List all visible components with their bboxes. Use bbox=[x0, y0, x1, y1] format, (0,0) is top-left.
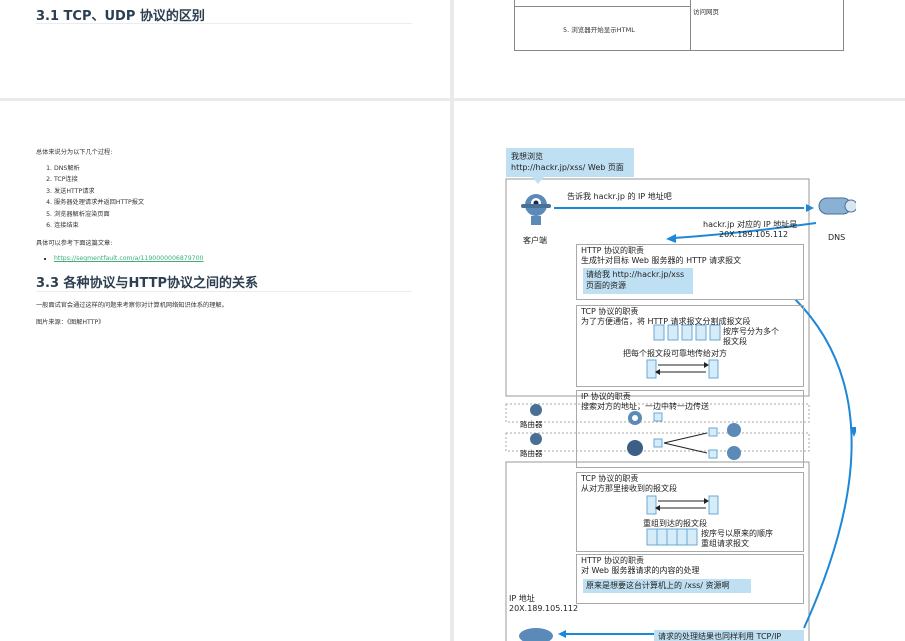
page-3: 总体来说分为以下几个过程: DNS解析 TCP连接 发送HTTP请求 服务器处理… bbox=[0, 101, 450, 641]
bottom-note-bubble: 请求的处理结果也同样利用 TCP/IP bbox=[654, 630, 804, 641]
tcp-role-desc: 为了方便通信，将 HTTP 请求报文分割成报文段 bbox=[581, 317, 751, 326]
server-http-bubble-text: 原来是想要这台计算机上的 /xss/ 资源啊 bbox=[586, 581, 730, 590]
list-item: DNS解析 bbox=[54, 163, 144, 174]
tcp-role-box: TCP 协议的职责 为了方便通信，将 HTTP 请求报文分割成报文段 按序号分为… bbox=[576, 305, 804, 387]
list-item: 服务器处理请求并返回HTTP报文 bbox=[54, 197, 144, 208]
server-tcp-desc: 从对方那里接收到的报文段 bbox=[581, 484, 677, 493]
tcp-role-title: TCP 协议的职责 bbox=[581, 307, 639, 316]
bottom-note-text: 请求的处理结果也同样利用 TCP/IP bbox=[658, 632, 782, 641]
reference-link[interactable]: https://segmentfault.com/a/1190000006879… bbox=[54, 255, 204, 262]
http-req-line-1: 请给我 http://hackr.jp/xss bbox=[586, 270, 685, 279]
server-tcp-reassemble: 重组到达的报文段 bbox=[643, 519, 707, 528]
request-bubble: 我想浏览 http://hackr.jp/xss/ Web 页面 bbox=[506, 148, 634, 177]
server-http-title: HTTP 协议的职责 bbox=[581, 556, 645, 565]
http-role-box: HTTP 协议的职责 生成针对目标 Web 服务器的 HTTP 请求报文 请给我… bbox=[576, 244, 804, 300]
http-protocol-figure: 我想浏览 http://hackr.jp/xss/ Web 页面 告诉我 hac… bbox=[504, 148, 856, 641]
reference-text: 具体可以参考下面这篇文章: bbox=[36, 240, 113, 247]
ip-role-desc: 搜索对方的地址，一边中转一边传送 bbox=[581, 402, 709, 411]
reference-list: https://segmentfault.com/a/1190000006879… bbox=[36, 253, 204, 264]
http-request-bubble: 请给我 http://hackr.jp/xss 页面的资源 bbox=[583, 268, 693, 294]
http-req-line-2: 页面的资源 bbox=[586, 281, 626, 290]
bubble-line-1: 我想浏览 bbox=[511, 152, 543, 161]
list-item: https://segmentfault.com/a/1190000006879… bbox=[54, 253, 204, 264]
ip-role-title: IP 协议的职责 bbox=[581, 392, 631, 401]
image-source-text: 图片来源：《图解HTTP》 bbox=[36, 319, 105, 326]
list-item: TCP连接 bbox=[54, 174, 144, 185]
figure-graphics bbox=[505, 177, 856, 641]
table-cell-top-right: 访问网页 bbox=[693, 8, 719, 16]
ip-role-box: IP 协议的职责 搜索对方的地址，一边中转一边传送 bbox=[576, 390, 804, 468]
section-heading-protocols: 3.3 各种协议与HTTP协议之间的关系 bbox=[36, 276, 258, 291]
steps-table: 访问网页 5. 浏览器开始显示HTML bbox=[514, 0, 844, 51]
server-http-bubble: 原来是想要这台计算机上的 /xss/ 资源啊 bbox=[583, 579, 751, 593]
list-item: 发送HTTP请求 bbox=[54, 186, 144, 197]
bubble-line-2: http://hackr.jp/xss/ Web 页面 bbox=[511, 163, 624, 172]
router-label-2: 路由器 bbox=[520, 449, 543, 458]
tcp-seg-line-1: 按序号分为多个 bbox=[723, 327, 779, 336]
router-label-1: 路由器 bbox=[520, 420, 543, 429]
page-2: 访问网页 5. 浏览器开始显示HTML bbox=[454, 0, 905, 98]
server-http-desc: 对 Web 服务器请求的内容的处理 bbox=[581, 566, 700, 575]
server-tcp-order-2: 重组请求报文 bbox=[701, 539, 749, 548]
section-heading-tcp-udp: 3.1 TCP、UDP 协议的区别 bbox=[36, 9, 205, 24]
dns-reply-line-1: hackr.jp 对应的 IP 地址是 bbox=[703, 220, 798, 229]
server-http-box: HTTP 协议的职责 对 Web 服务器请求的内容的处理 原来是想要这台计算机上… bbox=[576, 554, 804, 604]
page-1: 3.1 TCP、UDP 协议的区别 bbox=[0, 0, 450, 98]
table-cell-left: 5. 浏览器开始显示HTML bbox=[563, 26, 635, 34]
server-tcp-box: TCP 协议的职责 从对方那里接收到的报文段 重组到达的报文段 按序号以原来的顺… bbox=[576, 472, 804, 552]
table-column-divider bbox=[690, 0, 691, 50]
list-item: 浏览器解析渲染页面 bbox=[54, 209, 144, 220]
dns-label: DNS bbox=[828, 233, 846, 242]
process-steps-list: DNS解析 TCP连接 发送HTTP请求 服务器处理请求并返回HTTP报文 浏览… bbox=[36, 163, 144, 231]
http-role-title: HTTP 协议的职责 bbox=[581, 246, 645, 255]
table-row-divider bbox=[515, 6, 690, 7]
server-tcp-order-1: 按序号以原来的顺序 bbox=[701, 529, 773, 538]
http-role-desc: 生成针对目标 Web 服务器的 HTTP 请求报文 bbox=[581, 256, 742, 265]
client-label: 客户端 bbox=[523, 236, 547, 245]
ip-address-value: 20X.189.105.112 bbox=[509, 604, 579, 613]
server-tcp-title: TCP 协议的职责 bbox=[581, 474, 639, 483]
page-4: 我想浏览 http://hackr.jp/xss/ Web 页面 告诉我 hac… bbox=[454, 101, 905, 641]
heading-divider bbox=[36, 23, 412, 24]
tcp-seg-line-2: 报文段 bbox=[723, 337, 747, 346]
list-item: 连接结束 bbox=[54, 220, 144, 231]
tcp-reliable-text: 把每个报文段可靠地传给对方 bbox=[623, 349, 727, 358]
ip-address-label: IP 地址 bbox=[509, 594, 535, 603]
heading-divider bbox=[36, 291, 412, 292]
ask-ip-text: 告诉我 hackr.jp 的 IP 地址吧 bbox=[567, 192, 672, 201]
intro-text: 总体来说分为以下几个过程: bbox=[36, 149, 113, 156]
dns-reply-line-2: 20X.189.105.112 bbox=[719, 230, 789, 239]
paragraph-text: 一般面试官会通过这样的问题来考察你对计算机网络知识体系的理解。 bbox=[36, 302, 228, 309]
